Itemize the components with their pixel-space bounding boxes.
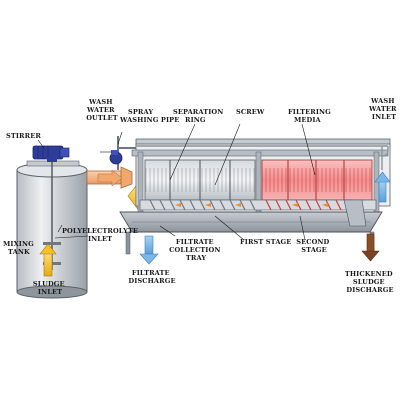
screw-label: SCREW: [236, 108, 265, 116]
screw-shaft: [139, 199, 377, 211]
wash-water-inlet-label: WASH WATER INLET: [368, 97, 399, 121]
filtrate-discharge-arrow: [139, 235, 159, 265]
sludge-inlet-arrow: [39, 243, 57, 277]
stirrer-paddle: [43, 242, 61, 245]
polyelectrolyte-inlet-label: POLYELECTROLYTE INLET: [62, 227, 140, 243]
wash-water-inlet-arrow: [374, 171, 391, 203]
first-stage-label: FIRST STAGE: [240, 238, 291, 246]
filtrate-collection-tray-label: FILTRATE COLLECTION TRAY: [169, 238, 223, 262]
filtering-media-label: FILTERING MEDIA: [288, 108, 333, 124]
wash-water-outlet-label: WASH WATER OUTLET: [86, 98, 118, 122]
thickened-sludge-discharge-label: THICKENED SLUDGE DISCHARGE: [345, 270, 395, 294]
second-stage-drum: [261, 159, 373, 201]
separation-ring-label: SEPARATION RING: [173, 108, 226, 124]
first-stage-drum: [144, 159, 256, 201]
stirrer-label: STIRRER: [6, 132, 41, 140]
mixing-tank-label: MIXING TANK: [3, 240, 36, 256]
leader-lines: [37, 123, 316, 241]
second-stage-label: SECOND STAGE: [296, 238, 332, 254]
wash-water-pipe: [136, 145, 389, 170]
sludge-inlet-label: SLUDGE INLET: [33, 280, 67, 296]
stirrer-motor: [32, 145, 70, 162]
feed-flow-arrow: [97, 169, 123, 187]
filtrate-discharge-label: FILTRATE DISCHARGE: [128, 269, 175, 285]
spray-washing-pipe-label: SPRAY WASHING PIPE: [119, 108, 179, 124]
thickened-sludge-discharge-arrow: [361, 233, 380, 262]
